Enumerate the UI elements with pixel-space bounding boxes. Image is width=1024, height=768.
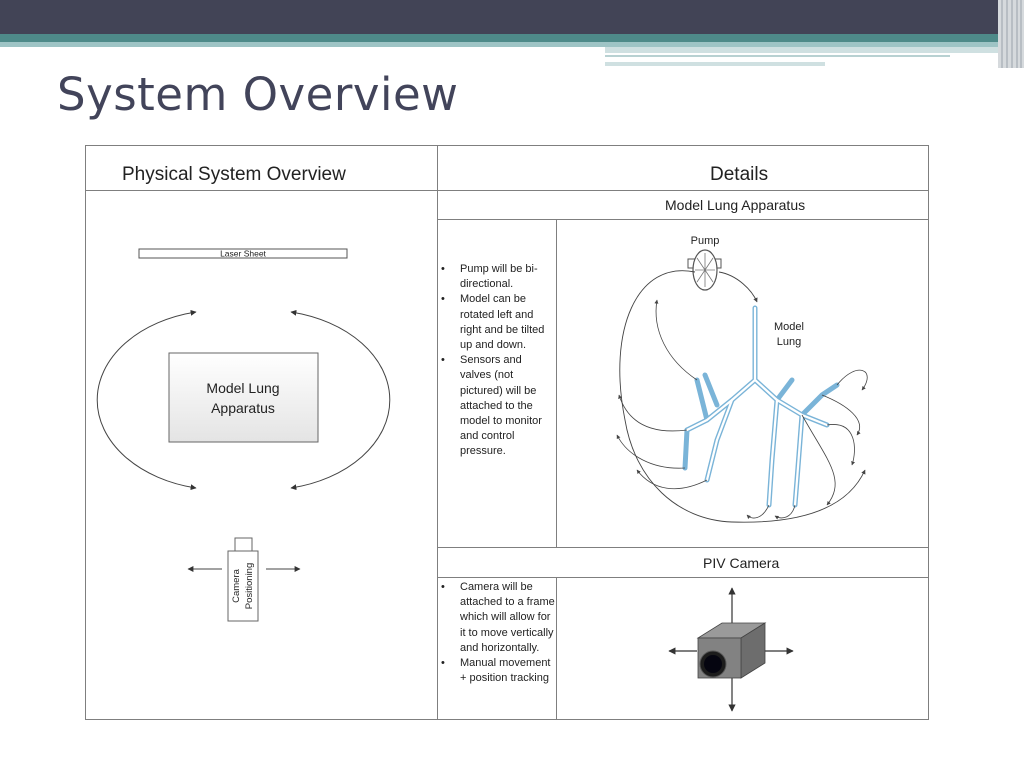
table-divider xyxy=(556,219,557,547)
list-item: Manual movement + position tracking xyxy=(439,656,555,686)
list-item: Camera will be attached to a frame which… xyxy=(439,580,555,656)
header-decoration xyxy=(998,0,1024,68)
model-lung-label: Lung xyxy=(777,336,801,348)
camera-body xyxy=(227,550,259,622)
right-header: Details xyxy=(710,164,769,185)
laser-sheet xyxy=(138,248,348,259)
camera-icon xyxy=(696,622,767,679)
header-bar xyxy=(0,0,1024,34)
pump-label: Pump xyxy=(691,235,720,247)
pump-icon xyxy=(687,249,722,291)
piv-camera-diagram xyxy=(668,587,794,712)
header-stripe xyxy=(605,55,950,57)
header-stripe xyxy=(0,42,1000,47)
camera-label: Positioning xyxy=(244,563,255,609)
model-lung-box xyxy=(168,352,319,443)
table-divider xyxy=(437,577,929,578)
physical-system-diagram: Laser Sheet Model Lung Apparatus Camera … xyxy=(96,248,391,622)
section-title-camera: PIV Camera xyxy=(703,555,780,571)
camera-bullet-list: Camera will be attached to a frame which… xyxy=(439,580,555,686)
header-stripe xyxy=(0,34,1000,42)
camera-lens-block xyxy=(234,537,253,552)
lung-bullet-list: Pump will be bi-directional. Model can b… xyxy=(439,262,555,460)
model-box-label: Apparatus xyxy=(211,400,275,416)
header-stripe xyxy=(605,62,825,66)
left-header: Physical System Overview xyxy=(122,164,346,185)
section-title-lung: Model Lung Apparatus xyxy=(665,197,806,213)
rotation-arrow xyxy=(96,309,197,491)
laser-sheet-label: Laser Sheet xyxy=(220,249,266,259)
flow-arrow xyxy=(616,299,868,520)
flow-arrow xyxy=(619,270,866,523)
model-box-label: Model Lung xyxy=(206,380,279,396)
header-stripe xyxy=(605,47,1000,53)
rotation-arrow xyxy=(290,309,391,491)
list-item: Sensors and valves (not pictured) will b… xyxy=(439,353,555,459)
table-divider xyxy=(85,190,929,191)
list-item: Model can be rotated left and right and … xyxy=(439,292,555,353)
table-divider xyxy=(437,547,929,548)
flow-arrow xyxy=(718,271,758,303)
camera-label: Camera xyxy=(231,568,242,603)
table-divider xyxy=(437,145,438,720)
overview-table xyxy=(85,145,929,720)
model-lung-label: Model xyxy=(774,321,804,333)
table-divider xyxy=(556,577,557,720)
lung-apparatus-diagram: Pump Model Lung xyxy=(616,235,868,523)
slide-title: System Overview xyxy=(57,68,459,121)
table-divider xyxy=(437,219,929,220)
list-item: Pump will be bi-directional. xyxy=(439,262,555,292)
